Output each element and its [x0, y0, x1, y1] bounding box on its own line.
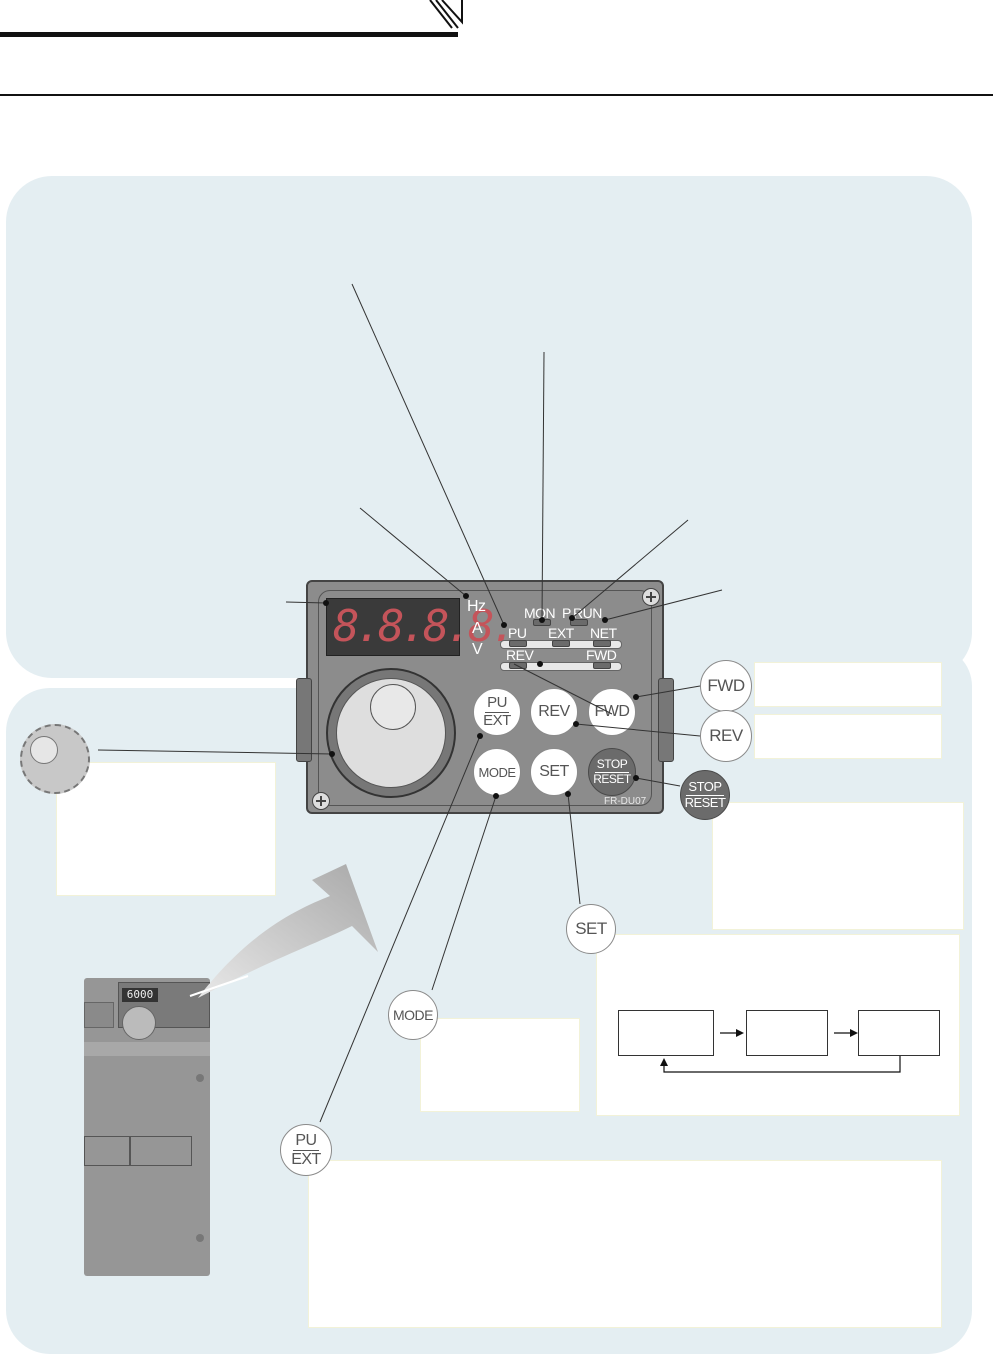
panel-side-tab-left	[296, 678, 312, 762]
stop-description-box	[712, 802, 964, 930]
flow-box-1	[618, 1010, 714, 1056]
led-label-pu: PU	[508, 625, 527, 641]
led-fwd	[593, 662, 611, 669]
setting-dial[interactable]	[326, 668, 456, 798]
callout-set-button: SET	[566, 904, 616, 954]
led-net	[593, 640, 611, 647]
inverter-thumbnail: 6000	[84, 978, 210, 1276]
led-label-rev: REV	[506, 647, 534, 663]
led-ext	[552, 640, 570, 647]
stop-reset-button[interactable]: STOP RESET	[588, 748, 636, 796]
led-pu	[509, 640, 527, 647]
thumbnail-display: 6000	[122, 988, 158, 1002]
header-rule-thin	[0, 94, 993, 96]
thumbnail-screw	[196, 1074, 204, 1082]
thumbnail-band	[84, 1042, 210, 1056]
thumbnail-cover-mid	[130, 1136, 192, 1166]
model-label: FR-DU07	[604, 796, 647, 807]
dial-description-box	[56, 762, 276, 896]
rev-button[interactable]: REV	[530, 688, 578, 736]
callout-stop-reset-button: STOP RESET	[680, 770, 730, 820]
set-button[interactable]: SET	[530, 748, 578, 796]
led-label-net: NET	[590, 625, 617, 641]
monitor-display: 8.8.8.8.	[326, 598, 517, 656]
pu-ext-button[interactable]: PU EXT	[473, 688, 521, 736]
panel-screw-top-right	[642, 588, 660, 606]
led-label-mon: MON	[524, 605, 556, 621]
header-tab-mark	[429, 0, 463, 29]
unit-label-v: V	[472, 641, 483, 658]
callout-rev-button: REV	[700, 710, 752, 762]
fwd-button[interactable]: FWD	[588, 688, 636, 736]
callout-mode-button: MODE	[388, 990, 438, 1040]
fwd-description-box	[754, 662, 942, 707]
flow-box-3	[858, 1010, 940, 1056]
led-rev	[509, 662, 527, 669]
thumbnail-dial	[122, 1006, 156, 1040]
unit-label-a: A	[472, 620, 483, 637]
callout-pu-ext-button: PU EXT	[280, 1124, 332, 1176]
mode-button[interactable]: MODE	[473, 748, 521, 796]
led-label-p: P	[562, 605, 571, 621]
mode-description-box	[420, 1018, 580, 1112]
header-rule-thick	[0, 32, 458, 37]
dial-icon-knob	[30, 736, 58, 764]
callout-fwd-button: FWD	[700, 660, 752, 712]
flow-box-2	[746, 1010, 828, 1056]
led-label-fwd: FWD	[586, 647, 617, 663]
led-label-ext: EXT	[548, 625, 574, 641]
dial-icon	[20, 724, 90, 794]
setting-dial-knob	[370, 684, 416, 730]
unit-label-hz: Hz	[467, 598, 486, 615]
thumbnail-cover-left	[84, 1136, 130, 1166]
rev-description-box	[754, 714, 942, 759]
led-p	[570, 619, 588, 626]
panel-screw-bottom-left	[312, 792, 330, 810]
pu-ext-description-box	[308, 1160, 942, 1328]
thumbnail-left-block	[84, 1002, 114, 1028]
panel-side-tab-right	[658, 678, 674, 762]
thumbnail-screw-2	[196, 1234, 204, 1242]
